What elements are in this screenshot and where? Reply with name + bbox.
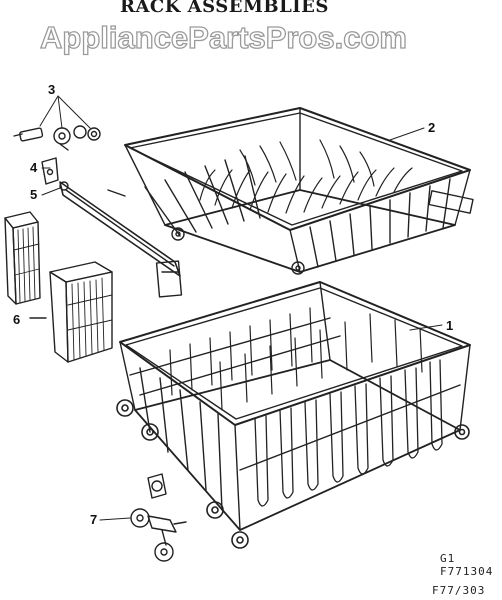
callout-leader-lines (39, 95, 443, 521)
lower-rack-drawing (116, 281, 471, 549)
date-code: F77/303 (432, 584, 486, 597)
callout-2: 2 (428, 120, 436, 135)
section-code: G1 (440, 552, 456, 565)
rack-rail-drawing (59, 181, 183, 298)
callout-7: 7 (90, 512, 98, 527)
callout-1: 1 (446, 318, 454, 333)
wheel-assembly-drawing (130, 473, 187, 562)
callout-4: 4 (30, 160, 38, 175)
silverware-basket-drawing (4, 211, 113, 363)
upper-rack-drawing (107, 107, 474, 275)
roller-hardware-drawing (13, 125, 101, 151)
clip-drawing (41, 157, 59, 185)
watermark-text: AppliancePartsPros.com (39, 19, 407, 55)
callout-6: 6 (13, 312, 21, 327)
diagram-title: RACK ASSEMBLIES (120, 0, 329, 17)
callout-3: 3 (48, 82, 56, 97)
figure-number: F771304 (440, 565, 494, 578)
callout-5: 5 (30, 187, 38, 202)
